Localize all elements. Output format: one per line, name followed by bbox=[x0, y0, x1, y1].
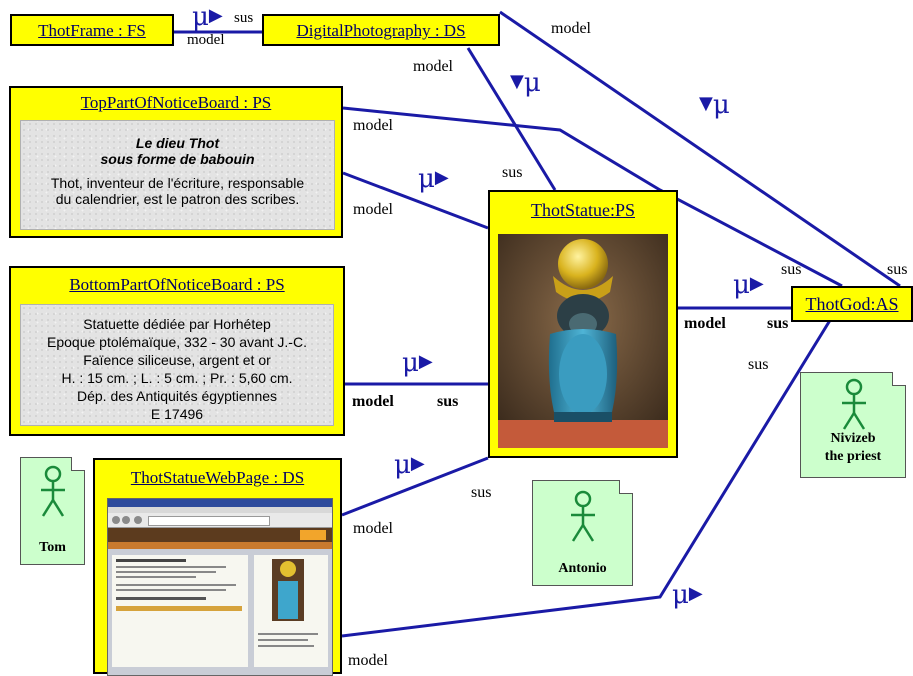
edge-label-model: model bbox=[684, 315, 726, 332]
mu-marker: ▼μ bbox=[510, 68, 541, 98]
edge-label-sus: sus bbox=[748, 356, 769, 373]
edge-webpage-thotstatue bbox=[341, 456, 489, 517]
actor-antonio[interactable]: Antonio bbox=[532, 480, 633, 586]
edge-label-sus: sus bbox=[234, 10, 254, 26]
notice-text: Thot, inventeur de l'écriture, responsab… bbox=[50, 175, 305, 191]
actor-stick-figure-icon bbox=[842, 378, 866, 430]
mu-marker: μ▶ bbox=[402, 348, 433, 378]
notice-line: Statuette dédiée par Horhétep bbox=[83, 316, 271, 332]
mu-marker: μ▶ bbox=[192, 2, 223, 32]
mu-marker: ▼μ bbox=[699, 90, 730, 120]
mu-marker: μ▶ bbox=[418, 164, 449, 194]
edge-label-sus: sus bbox=[887, 261, 908, 278]
node-title: ThotStatue:PS bbox=[530, 200, 635, 220]
mu-marker: μ▶ bbox=[672, 580, 703, 610]
notice-line: Dép. des Antiquités égyptiennes bbox=[76, 388, 278, 404]
node-thotstatue[interactable]: ThotStatue:PS bbox=[488, 190, 678, 458]
notice-line: E 17496 bbox=[150, 406, 204, 422]
node-digitalphotography[interactable]: DigitalPhotography : DS bbox=[262, 14, 500, 46]
edge-label-sus: sus bbox=[781, 261, 802, 278]
mu-marker: μ▶ bbox=[394, 450, 425, 480]
actor-name: Tom bbox=[39, 540, 66, 555]
actor-nivizeb[interactable]: Nivizeb the priest bbox=[800, 372, 906, 478]
mu-marker: μ▶ bbox=[733, 270, 764, 300]
notice-line: Faïence siliceuse, argent et or bbox=[83, 352, 271, 368]
edge-label-sus: sus bbox=[502, 164, 523, 181]
actor-name: Antonio bbox=[558, 561, 607, 576]
node-toppart[interactable]: TopPartOfNoticeBoard : PS Le dieu Thot s… bbox=[9, 86, 343, 238]
edge-label-sus: sus bbox=[437, 393, 459, 410]
edge-label-model: model bbox=[352, 393, 394, 410]
node-thotframe[interactable]: ThotFrame : FS bbox=[10, 14, 174, 46]
notice-line: H. : 15 cm. ; L. : 5 cm. ; Pr. : 5,60 cm… bbox=[61, 370, 293, 386]
notice-line: Epoque ptolémaïque, 332 - 30 avant J.-C. bbox=[47, 334, 307, 350]
node-title: ThotStatueWebPage : DS bbox=[130, 468, 305, 487]
node-title: ThotFrame : FS bbox=[38, 21, 146, 40]
node-title: ThotGod:AS bbox=[805, 294, 899, 314]
statue-photo-image bbox=[498, 234, 668, 448]
edge-digitalphotography-thotstatue bbox=[466, 47, 557, 191]
node-bottompart[interactable]: BottomPartOfNoticeBoard : PS Statuette d… bbox=[9, 266, 345, 436]
actor-name: the priest bbox=[824, 449, 882, 464]
node-title: TopPartOfNoticeBoard : PS bbox=[80, 93, 272, 112]
edge-webpage-thotgod bbox=[341, 303, 842, 638]
node-thotgod[interactable]: ThotGod:AS bbox=[791, 286, 913, 322]
edge-label-model: model bbox=[353, 201, 393, 218]
edge-label-model: model bbox=[551, 20, 591, 37]
actor-stick-figure-icon bbox=[41, 465, 65, 517]
node-title: DigitalPhotography : DS bbox=[296, 21, 466, 40]
notice-board-top: Le dieu Thot sous forme de babouin Thot,… bbox=[20, 120, 335, 230]
notice-board-bottom: Statuette dédiée par Horhétep Epoque pto… bbox=[20, 304, 334, 426]
edge-label-sus: sus bbox=[767, 315, 789, 332]
edge-label-model: model bbox=[353, 520, 393, 537]
edge-toppart-thotstatue bbox=[342, 171, 489, 230]
actor-name: Nivizeb bbox=[830, 431, 876, 446]
node-title: BottomPartOfNoticeBoard : PS bbox=[69, 275, 285, 294]
edge-label-model: model bbox=[187, 32, 225, 48]
notice-title: Le dieu Thot bbox=[135, 135, 220, 151]
statue-photo bbox=[498, 234, 668, 448]
node-webpage[interactable]: ThotStatueWebPage : DS bbox=[93, 458, 342, 676]
edge-label-sus: sus bbox=[471, 484, 492, 501]
actor-tom[interactable]: Tom bbox=[20, 457, 85, 565]
notice-text: du calendrier, est le patron des scribes… bbox=[55, 191, 300, 207]
actor-stick-figure-icon bbox=[571, 490, 595, 542]
edge-label-model: model bbox=[413, 58, 453, 75]
webpage-screenshot bbox=[107, 498, 333, 676]
edge-toppart-thotgod bbox=[342, 106, 843, 288]
edge-digitalphotography-thotgod bbox=[499, 10, 901, 288]
edge-label-model: model bbox=[353, 117, 393, 134]
edge-label-model: model bbox=[348, 652, 388, 669]
notice-title: sous forme de babouin bbox=[100, 151, 255, 167]
